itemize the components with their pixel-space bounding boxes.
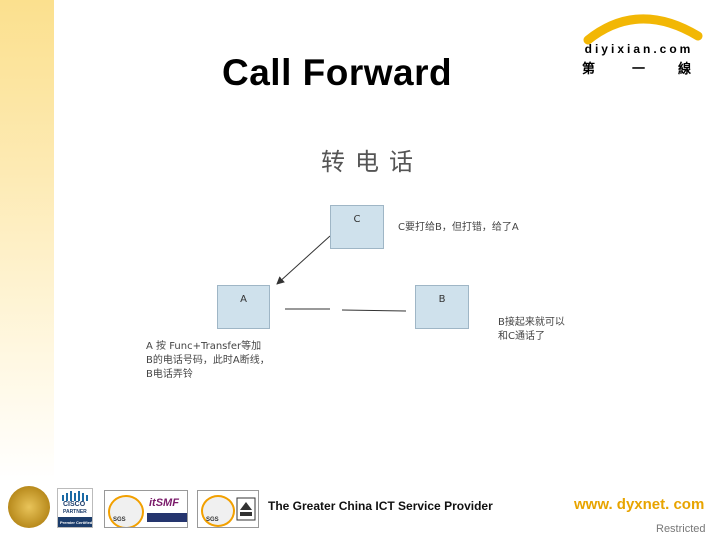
itsmf-band xyxy=(147,513,187,522)
award-seal-icon xyxy=(8,486,50,528)
footer-tagline: The Greater China ICT Service Provider xyxy=(268,499,493,513)
logo-char-1: 第 xyxy=(582,62,596,77)
company-logo: diyixian.com 第 一 線 xyxy=(560,6,718,78)
note-a: A 按 Func+Transfer等加 B的电话号码，此时A断线， B电话弄铃 xyxy=(146,341,270,380)
note-b: B接起来就可以 和C通话了 xyxy=(498,317,565,342)
cisco-partner-badge: CISCO PARTNER Premier Certified xyxy=(57,488,93,528)
logo-char-2: 一 xyxy=(632,62,646,77)
node-c: C xyxy=(330,205,384,249)
itsmf-sgs-badge: SGS itSMF xyxy=(104,490,188,528)
cisco-label: CISCO xyxy=(63,501,86,508)
sgs-label-2: SGS xyxy=(206,517,219,523)
cisco-sub-label: PARTNER xyxy=(63,509,87,515)
slide-title: Call Forward xyxy=(222,52,453,93)
arrow-c-to-a xyxy=(276,235,331,285)
restricted-label: Restricted xyxy=(656,523,706,535)
cisco-tier-label: Premier Certified xyxy=(60,520,93,525)
sgs-ukas-badge: SGS xyxy=(197,490,259,528)
itsmf-label: itSMF xyxy=(149,497,179,509)
logo-arc-icon xyxy=(583,14,703,45)
logo-domain: diyixian.com xyxy=(584,42,694,56)
node-a: A xyxy=(217,285,270,329)
logo-char-3: 線 xyxy=(678,62,692,77)
cisco-tier-bar: Premier Certified xyxy=(58,517,93,527)
footer-website-link[interactable]: www. dyxnet. com xyxy=(574,496,705,513)
diagram-title: 转电话 xyxy=(321,148,423,176)
node-b: B xyxy=(415,285,469,329)
ukas-crown-icon xyxy=(236,497,256,521)
sgs-circle-icon xyxy=(108,495,144,527)
line-a-b-right xyxy=(341,309,407,312)
sgs-label-1: SGS xyxy=(113,517,126,523)
cisco-bars-icon xyxy=(62,491,88,501)
sidebar-gradient xyxy=(0,0,54,482)
sgs-circle-icon-2 xyxy=(201,495,235,527)
note-c: C要打给B，但打错，给了A xyxy=(398,222,519,233)
